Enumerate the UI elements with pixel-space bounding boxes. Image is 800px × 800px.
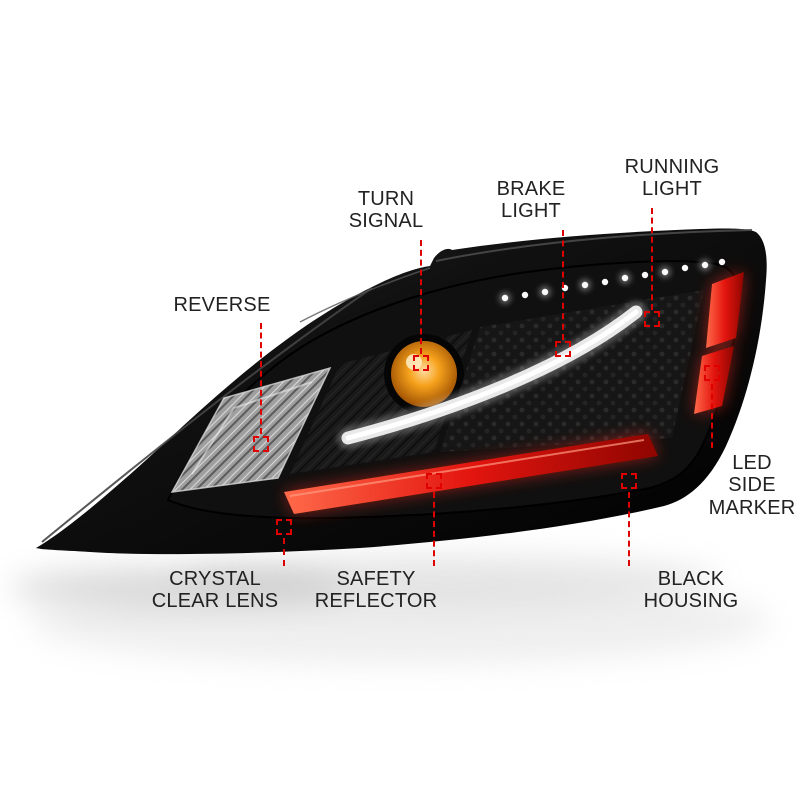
led-light-bar: [337, 301, 647, 449]
brake-led-area: [440, 290, 704, 452]
reverse-lens-shape: [170, 366, 332, 493]
running-light-led-row: [499, 258, 726, 304]
turn-signal-area: [290, 330, 472, 474]
housing-fin-highlight: [299, 267, 431, 323]
safety-reflector-strip: [284, 434, 658, 514]
housing-top-highlight-right: [435, 229, 753, 262]
housing-top-highlight: [41, 287, 373, 543]
product-shadow: [10, 554, 770, 664]
